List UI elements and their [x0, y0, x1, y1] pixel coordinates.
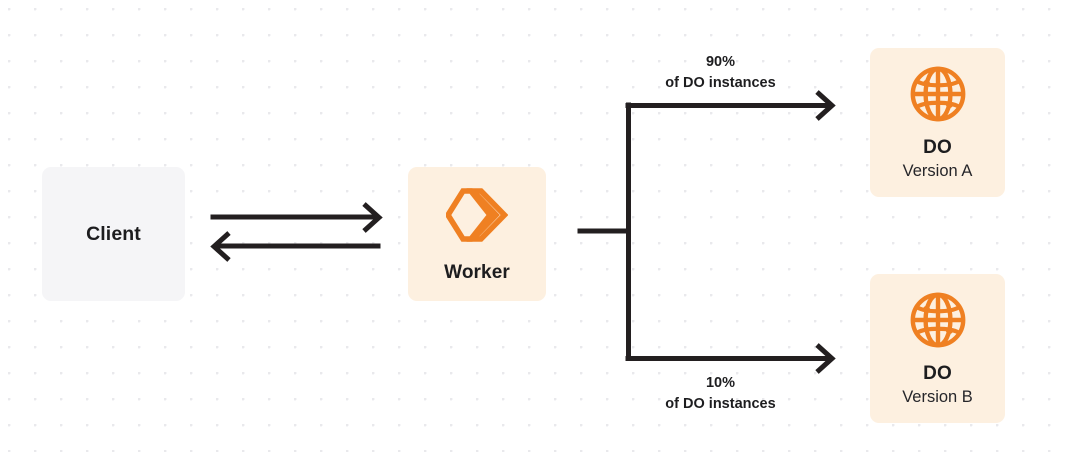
node-do-b-label: DO	[923, 362, 952, 384]
edge-label-do-a: 90% of DO instances	[598, 52, 843, 93]
globe-network-icon	[909, 65, 967, 123]
node-do-version-a[interactable]: DO Version A	[870, 48, 1005, 197]
edge-worker-split	[577, 102, 631, 361]
node-do-b-sublabel: Version B	[902, 387, 973, 406]
edge-client-to-worker	[210, 202, 383, 233]
node-client[interactable]: Client	[42, 167, 185, 301]
node-worker-label: Worker	[444, 262, 510, 283]
node-client-label: Client	[86, 222, 141, 245]
node-do-a-sublabel: Version A	[902, 161, 973, 180]
cloudflare-workers-chevrons-icon	[444, 184, 509, 246]
globe-network-icon	[909, 291, 967, 349]
edge-label-do-b-percent: 10%	[705, 375, 736, 391]
edge-label-do-b-caption: of DO instances	[665, 395, 776, 412]
edge-label-do-a-caption: of DO instances	[665, 74, 776, 91]
node-do-a-label: DO	[923, 136, 952, 158]
node-do-version-b[interactable]: DO Version B	[870, 274, 1005, 423]
node-worker[interactable]: Worker	[408, 167, 546, 301]
edge-worker-to-client	[210, 231, 381, 262]
edge-worker-to-do-b	[625, 343, 836, 374]
edge-label-do-a-percent: 90%	[705, 54, 736, 70]
edge-label-do-b: 10% of DO instances	[598, 373, 843, 414]
edge-worker-to-do-a	[625, 90, 836, 121]
